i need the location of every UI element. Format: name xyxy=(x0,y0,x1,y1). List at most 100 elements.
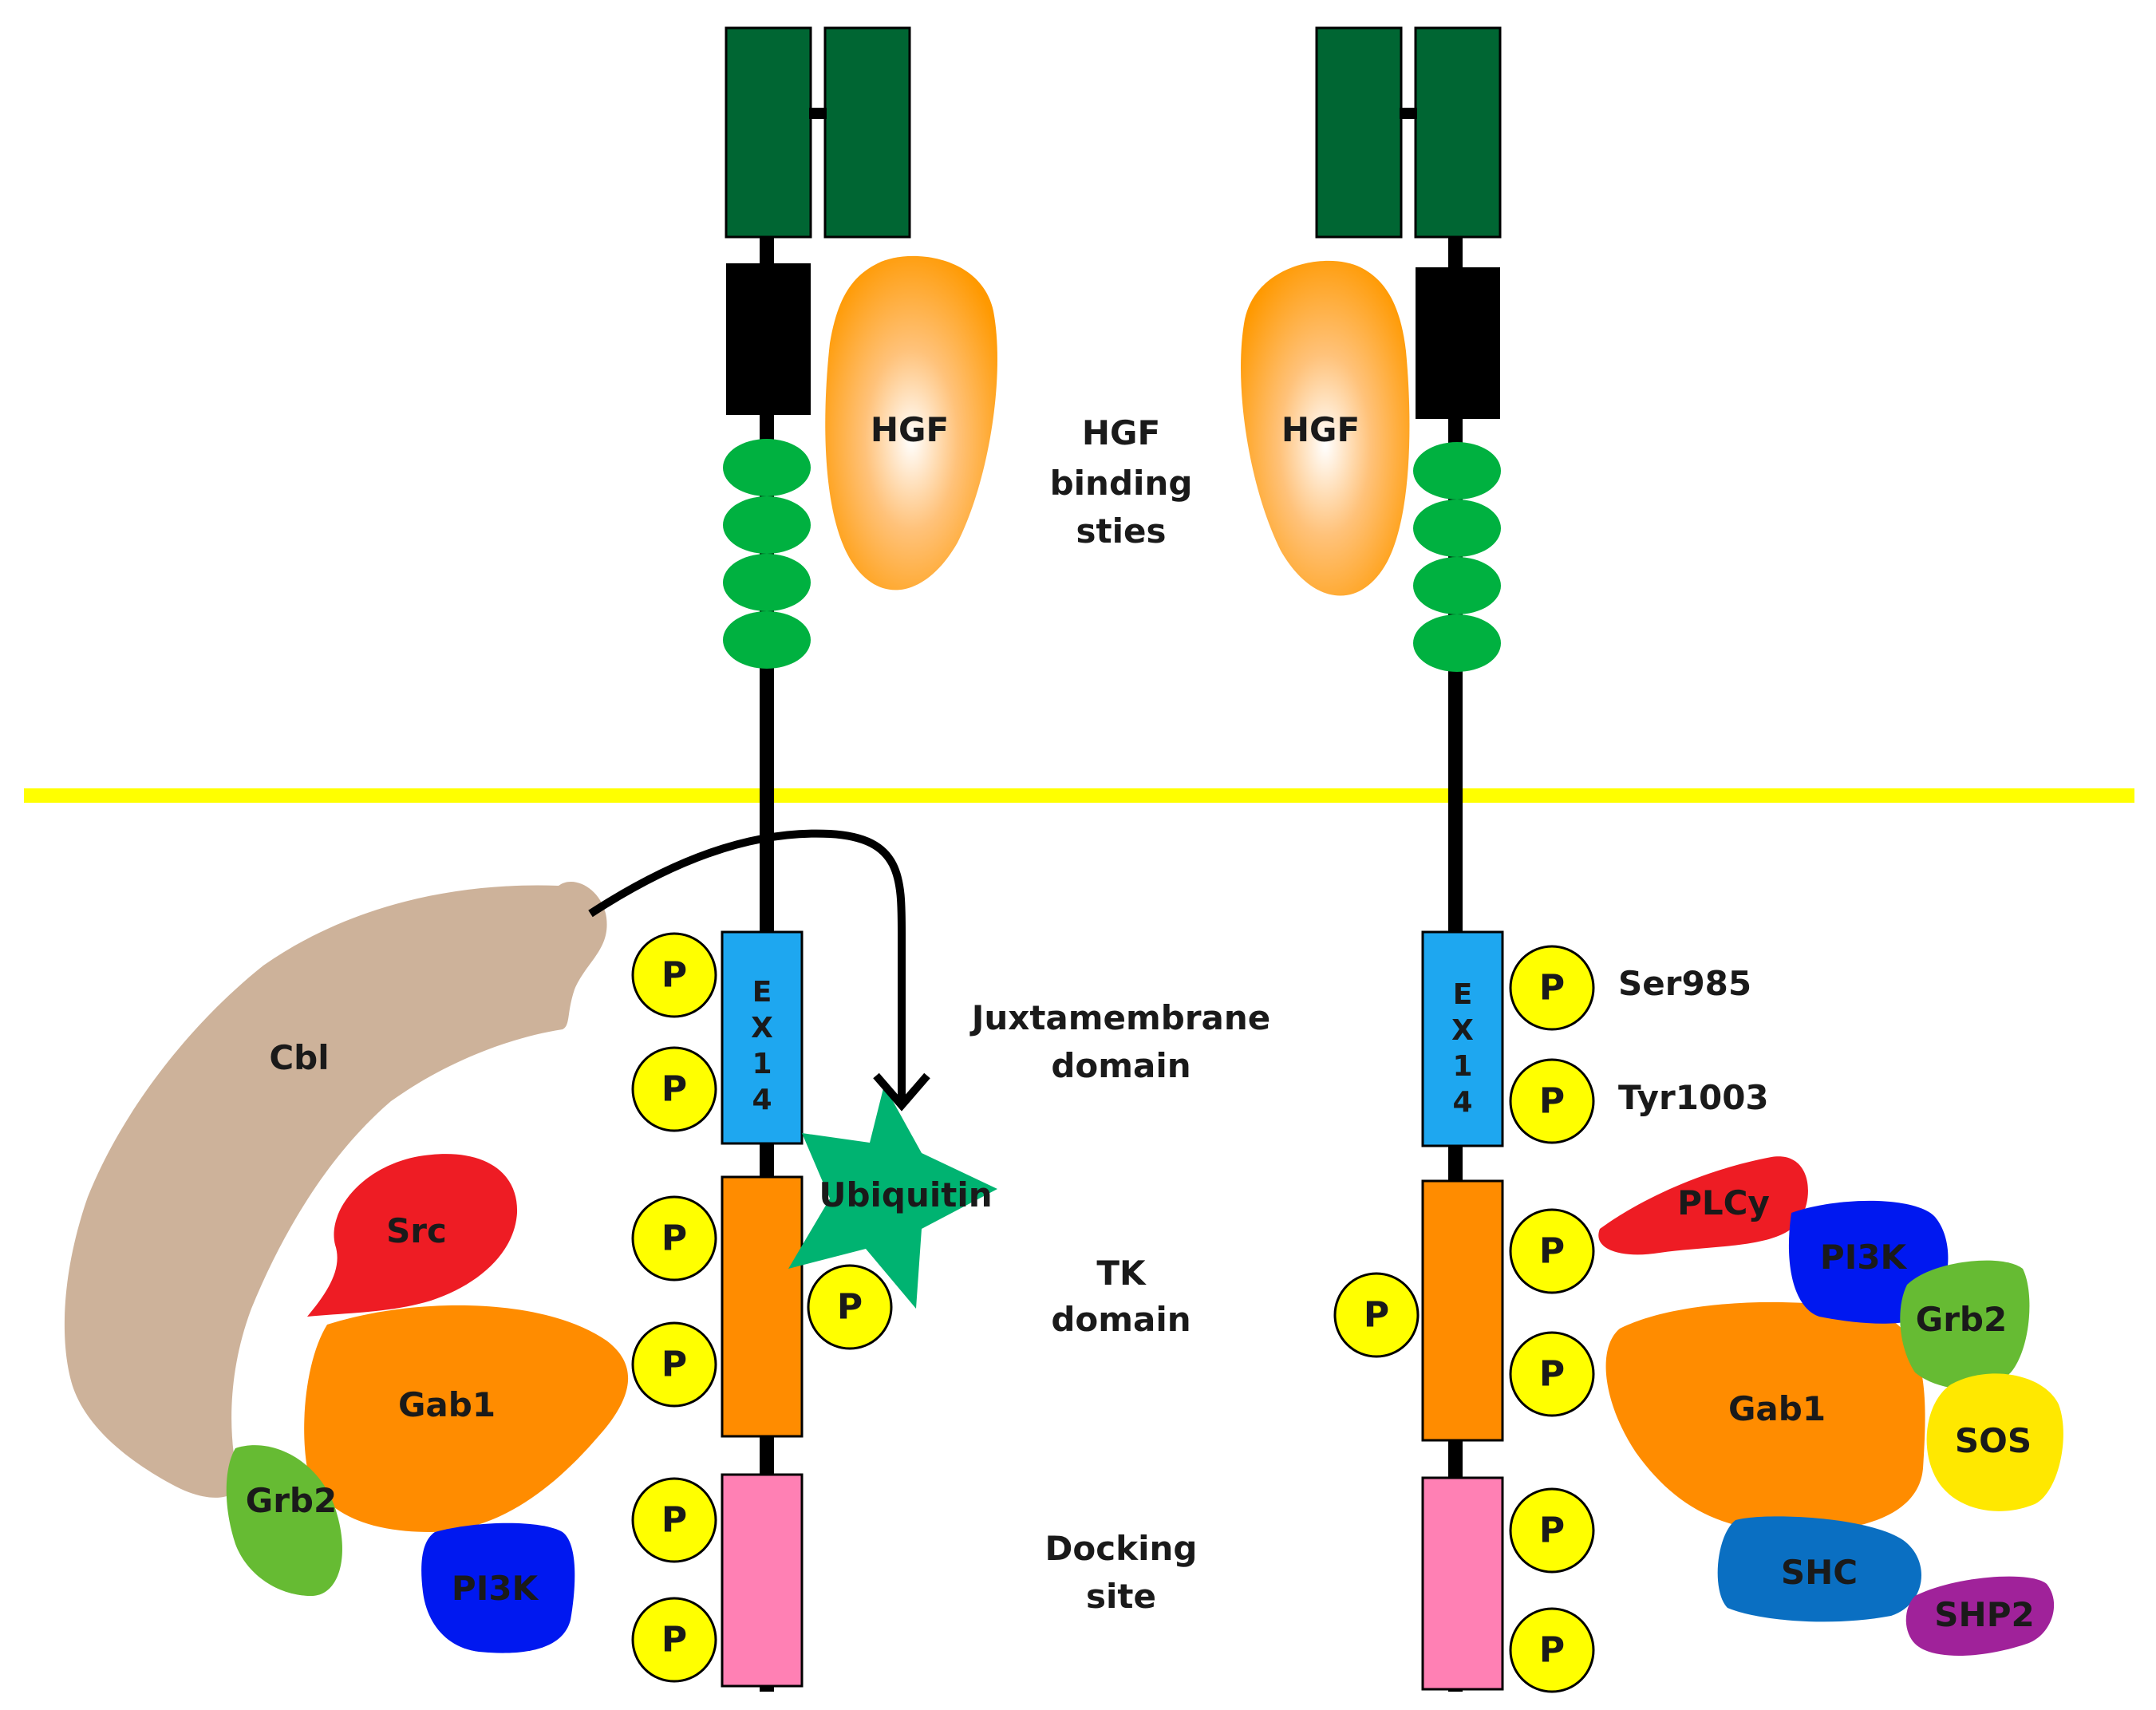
shp2-label: SHP2 xyxy=(1934,1595,2034,1634)
svg-text:P: P xyxy=(661,1620,687,1661)
phospho-groups: P P P P P P P P P P P P P P xyxy=(631,932,1595,1693)
left-hgf-ligand: HGF xyxy=(825,255,997,590)
right-ex14-letter-x: X xyxy=(1451,1014,1474,1047)
ubiquitination-arrow-path xyxy=(588,829,906,1101)
shc-label: SHC xyxy=(1781,1553,1858,1592)
right-docking-site xyxy=(1421,1476,1504,1691)
left-ex14-letter-x: X xyxy=(751,1012,773,1045)
right-hgf-label: HGF xyxy=(1281,410,1360,449)
shp2-protein xyxy=(1905,1576,2055,1656)
ubiquitin: Ubiquitin xyxy=(788,1085,997,1309)
plcy-protein xyxy=(1598,1156,1808,1255)
phospho-group: P xyxy=(1509,1607,1595,1693)
right-met-receptor: E X 1 4 xyxy=(1315,26,1504,1692)
left-ex14-letter-e: E xyxy=(752,976,772,1009)
docking-site-label-line1: Docking xyxy=(1045,1529,1198,1568)
left-ipt-domain-3 xyxy=(723,554,811,611)
cbl-label: Cbl xyxy=(269,1038,329,1077)
sos-label: SOS xyxy=(1955,1421,2032,1460)
hgf-binding-label-line3: sties xyxy=(1076,511,1167,551)
right-sema-domain-a xyxy=(1315,26,1403,239)
tk-domain-label-line1: TK xyxy=(1096,1254,1147,1293)
gab1-left-protein xyxy=(304,1305,629,1532)
left-met-receptor: E X 1 4 xyxy=(721,26,911,1692)
ubiquitination-arrow xyxy=(588,829,930,1112)
pi3k-left-protein xyxy=(421,1522,575,1653)
left-docking-site xyxy=(721,1473,804,1688)
left-ipt-domain-4 xyxy=(723,611,811,669)
ser985-label: Ser985 xyxy=(1618,964,1751,1003)
left-ex14-domain xyxy=(721,930,804,1145)
left-sema-domain-b xyxy=(823,26,911,239)
grb2-right-label: Grb2 xyxy=(1916,1300,2007,1339)
phospho-group: P xyxy=(631,1597,717,1683)
right-ex14-letter-1: 1 xyxy=(1452,1050,1472,1083)
left-ipt-domain-1 xyxy=(723,439,811,496)
sos-protein xyxy=(1926,1373,2063,1511)
tk-domain-label-line2: domain xyxy=(1051,1300,1191,1339)
right-hgf-shape xyxy=(1241,260,1410,596)
cell-membrane xyxy=(24,788,2134,803)
right-ex14-domain xyxy=(1421,930,1504,1147)
svg-text:P: P xyxy=(1364,1295,1389,1336)
right-sema-domain-b xyxy=(1414,26,1502,239)
ubiquitin-label: Ubiquitin xyxy=(819,1175,992,1214)
left-binding-partners: Cbl Src Gab1 Grb2 PI3K xyxy=(64,881,629,1653)
left-ipt-domain-2 xyxy=(723,496,811,554)
gab1-right-protein xyxy=(1605,1301,1925,1532)
left-hgf-label: HGF xyxy=(871,410,949,449)
phospho-group: P xyxy=(1509,1208,1595,1294)
right-ipt-domain-2 xyxy=(1413,500,1501,557)
svg-text:P: P xyxy=(661,1500,687,1541)
phospho-group: P xyxy=(1509,945,1595,1031)
phospho-group: P xyxy=(1509,1487,1595,1574)
grb2-right-protein xyxy=(1900,1260,2030,1389)
right-tk-domain xyxy=(1421,1179,1504,1442)
juxtamembrane-label-line2: domain xyxy=(1051,1046,1191,1085)
svg-text:P: P xyxy=(661,1218,687,1259)
left-sema-domain-a xyxy=(725,26,812,239)
src-protein xyxy=(307,1154,518,1317)
phospho-group: P xyxy=(631,1321,717,1408)
gab1-left-label: Gab1 xyxy=(398,1385,496,1424)
phospho-group: P xyxy=(1333,1272,1420,1358)
middle-labels: HGF binding sties Juxtamembrane domain T… xyxy=(969,413,1271,1616)
plcy-label: PLCy xyxy=(1677,1183,1770,1222)
svg-text:P: P xyxy=(661,955,687,996)
svg-text:P: P xyxy=(1539,1081,1565,1122)
right-ipt-domain-1 xyxy=(1413,442,1501,500)
svg-text:P: P xyxy=(661,1069,687,1110)
phospho-group: P xyxy=(631,1046,717,1132)
tyr1003-label: Tyr1003 xyxy=(1618,1078,1769,1117)
shc-protein xyxy=(1717,1516,1921,1622)
right-ex14-letter-4: 4 xyxy=(1452,1086,1472,1119)
left-psi-domain xyxy=(726,263,811,415)
docking-site-label-line2: site xyxy=(1086,1577,1156,1616)
gab1-right-label: Gab1 xyxy=(1728,1389,1826,1428)
svg-text:P: P xyxy=(1539,1231,1565,1272)
left-ex14-letter-1: 1 xyxy=(752,1048,772,1080)
pi3k-left-label: PI3K xyxy=(452,1569,539,1608)
left-ex14-letter-4: 4 xyxy=(752,1084,772,1116)
right-hgf-ligand: HGF xyxy=(1241,260,1410,596)
svg-text:P: P xyxy=(1539,968,1565,1009)
left-sema-linker xyxy=(809,108,827,119)
pi3k-right-label: PI3K xyxy=(1820,1238,1908,1277)
grb2-left-protein xyxy=(226,1445,342,1596)
phospho-group: P xyxy=(807,1264,893,1350)
svg-text:P: P xyxy=(1539,1630,1565,1671)
left-hgf-shape xyxy=(825,255,997,590)
ubiquitination-arrow-head xyxy=(873,1072,930,1112)
svg-text:P: P xyxy=(1539,1354,1565,1395)
src-label: Src xyxy=(386,1211,447,1250)
phospho-group: P xyxy=(631,1195,717,1282)
right-ipt-domain-3 xyxy=(1413,557,1501,614)
phospho-group: P xyxy=(1509,1331,1595,1417)
svg-text:P: P xyxy=(1539,1511,1565,1551)
right-ipt-domain-4 xyxy=(1413,614,1501,672)
svg-text:P: P xyxy=(837,1287,863,1328)
right-sema-linker xyxy=(1400,108,1417,119)
right-ex14-letter-e: E xyxy=(1453,978,1473,1011)
cbl-protein xyxy=(64,881,607,1498)
